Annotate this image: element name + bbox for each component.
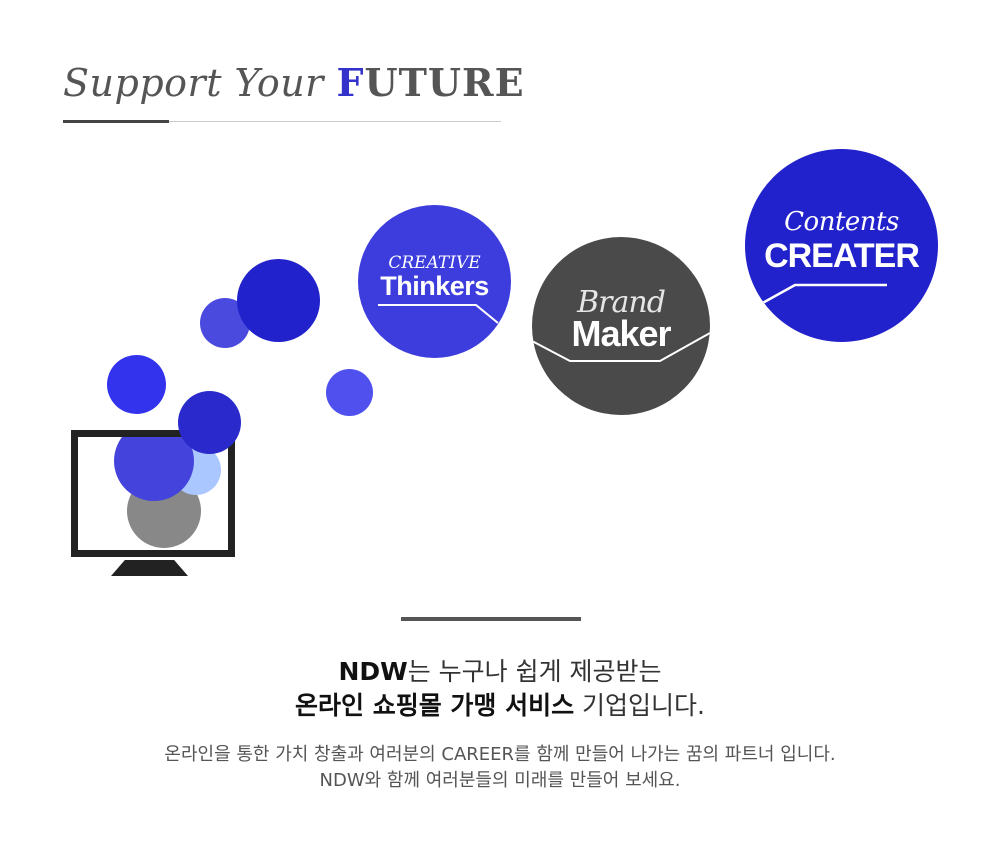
bubble-creative-thinkers: CREATIVE Thinkers bbox=[358, 205, 511, 358]
title-accent-rest: UTURE bbox=[364, 60, 525, 105]
decor-dot bbox=[178, 391, 241, 454]
monitor-illustration bbox=[71, 430, 235, 557]
bubble-brand-underline bbox=[532, 332, 710, 362]
title-accent-first: F bbox=[336, 60, 365, 105]
bubble-creative-line2: Thinkers bbox=[380, 271, 489, 301]
monitor-blue-circle bbox=[114, 437, 194, 501]
description-line1: 온라인을 통한 가치 창출과 여러분의 CAREER를 함께 만들어 나가는 꿈… bbox=[164, 744, 836, 765]
headline-line1: NDW는 누구나 쉽게 제공받는 bbox=[0, 652, 1000, 688]
bubble-contents-underline bbox=[758, 283, 887, 307]
bubble-contents-line2: CREATER bbox=[764, 237, 920, 275]
section-title: Support Your FUTURE bbox=[63, 60, 525, 105]
bubble-brand-maker: Brand Maker bbox=[532, 237, 710, 415]
header-underline bbox=[63, 121, 501, 122]
headline-line2: 온라인 쇼핑몰 가맹 서비스 기업입니다. bbox=[0, 686, 1000, 722]
headline-brand: NDW bbox=[338, 657, 408, 686]
headline-service: 온라인 쇼핑몰 가맹 서비스 bbox=[294, 691, 575, 720]
bubble-contents-line1: Contents bbox=[784, 207, 899, 237]
section-header: Support Your FUTURE bbox=[63, 52, 524, 124]
title-light: Support Your bbox=[63, 61, 324, 105]
decor-dot bbox=[107, 355, 166, 414]
header-underline-accent bbox=[63, 120, 169, 123]
bubble-brand-line1: Brand bbox=[577, 285, 666, 320]
headline-line1-text: 는 누구나 쉽게 제공받는 bbox=[407, 657, 662, 686]
bubble-creative-line1: CREATIVE bbox=[388, 253, 481, 273]
description-line2: NDW와 함께 여러분들의 미래를 만들어 보세요. bbox=[319, 770, 681, 791]
title-accent: FUTURE bbox=[336, 60, 524, 105]
content-divider bbox=[401, 617, 581, 621]
bubble-creative-underline bbox=[378, 304, 499, 324]
decor-dot bbox=[237, 259, 320, 342]
decor-dot bbox=[326, 369, 373, 416]
bubble-brand-line2: Maker bbox=[571, 313, 671, 354]
monitor-stand bbox=[111, 560, 188, 576]
bubble-contents-creater: Contents CREATER bbox=[745, 149, 938, 342]
headline-line2-text: 기업입니다. bbox=[574, 691, 706, 720]
